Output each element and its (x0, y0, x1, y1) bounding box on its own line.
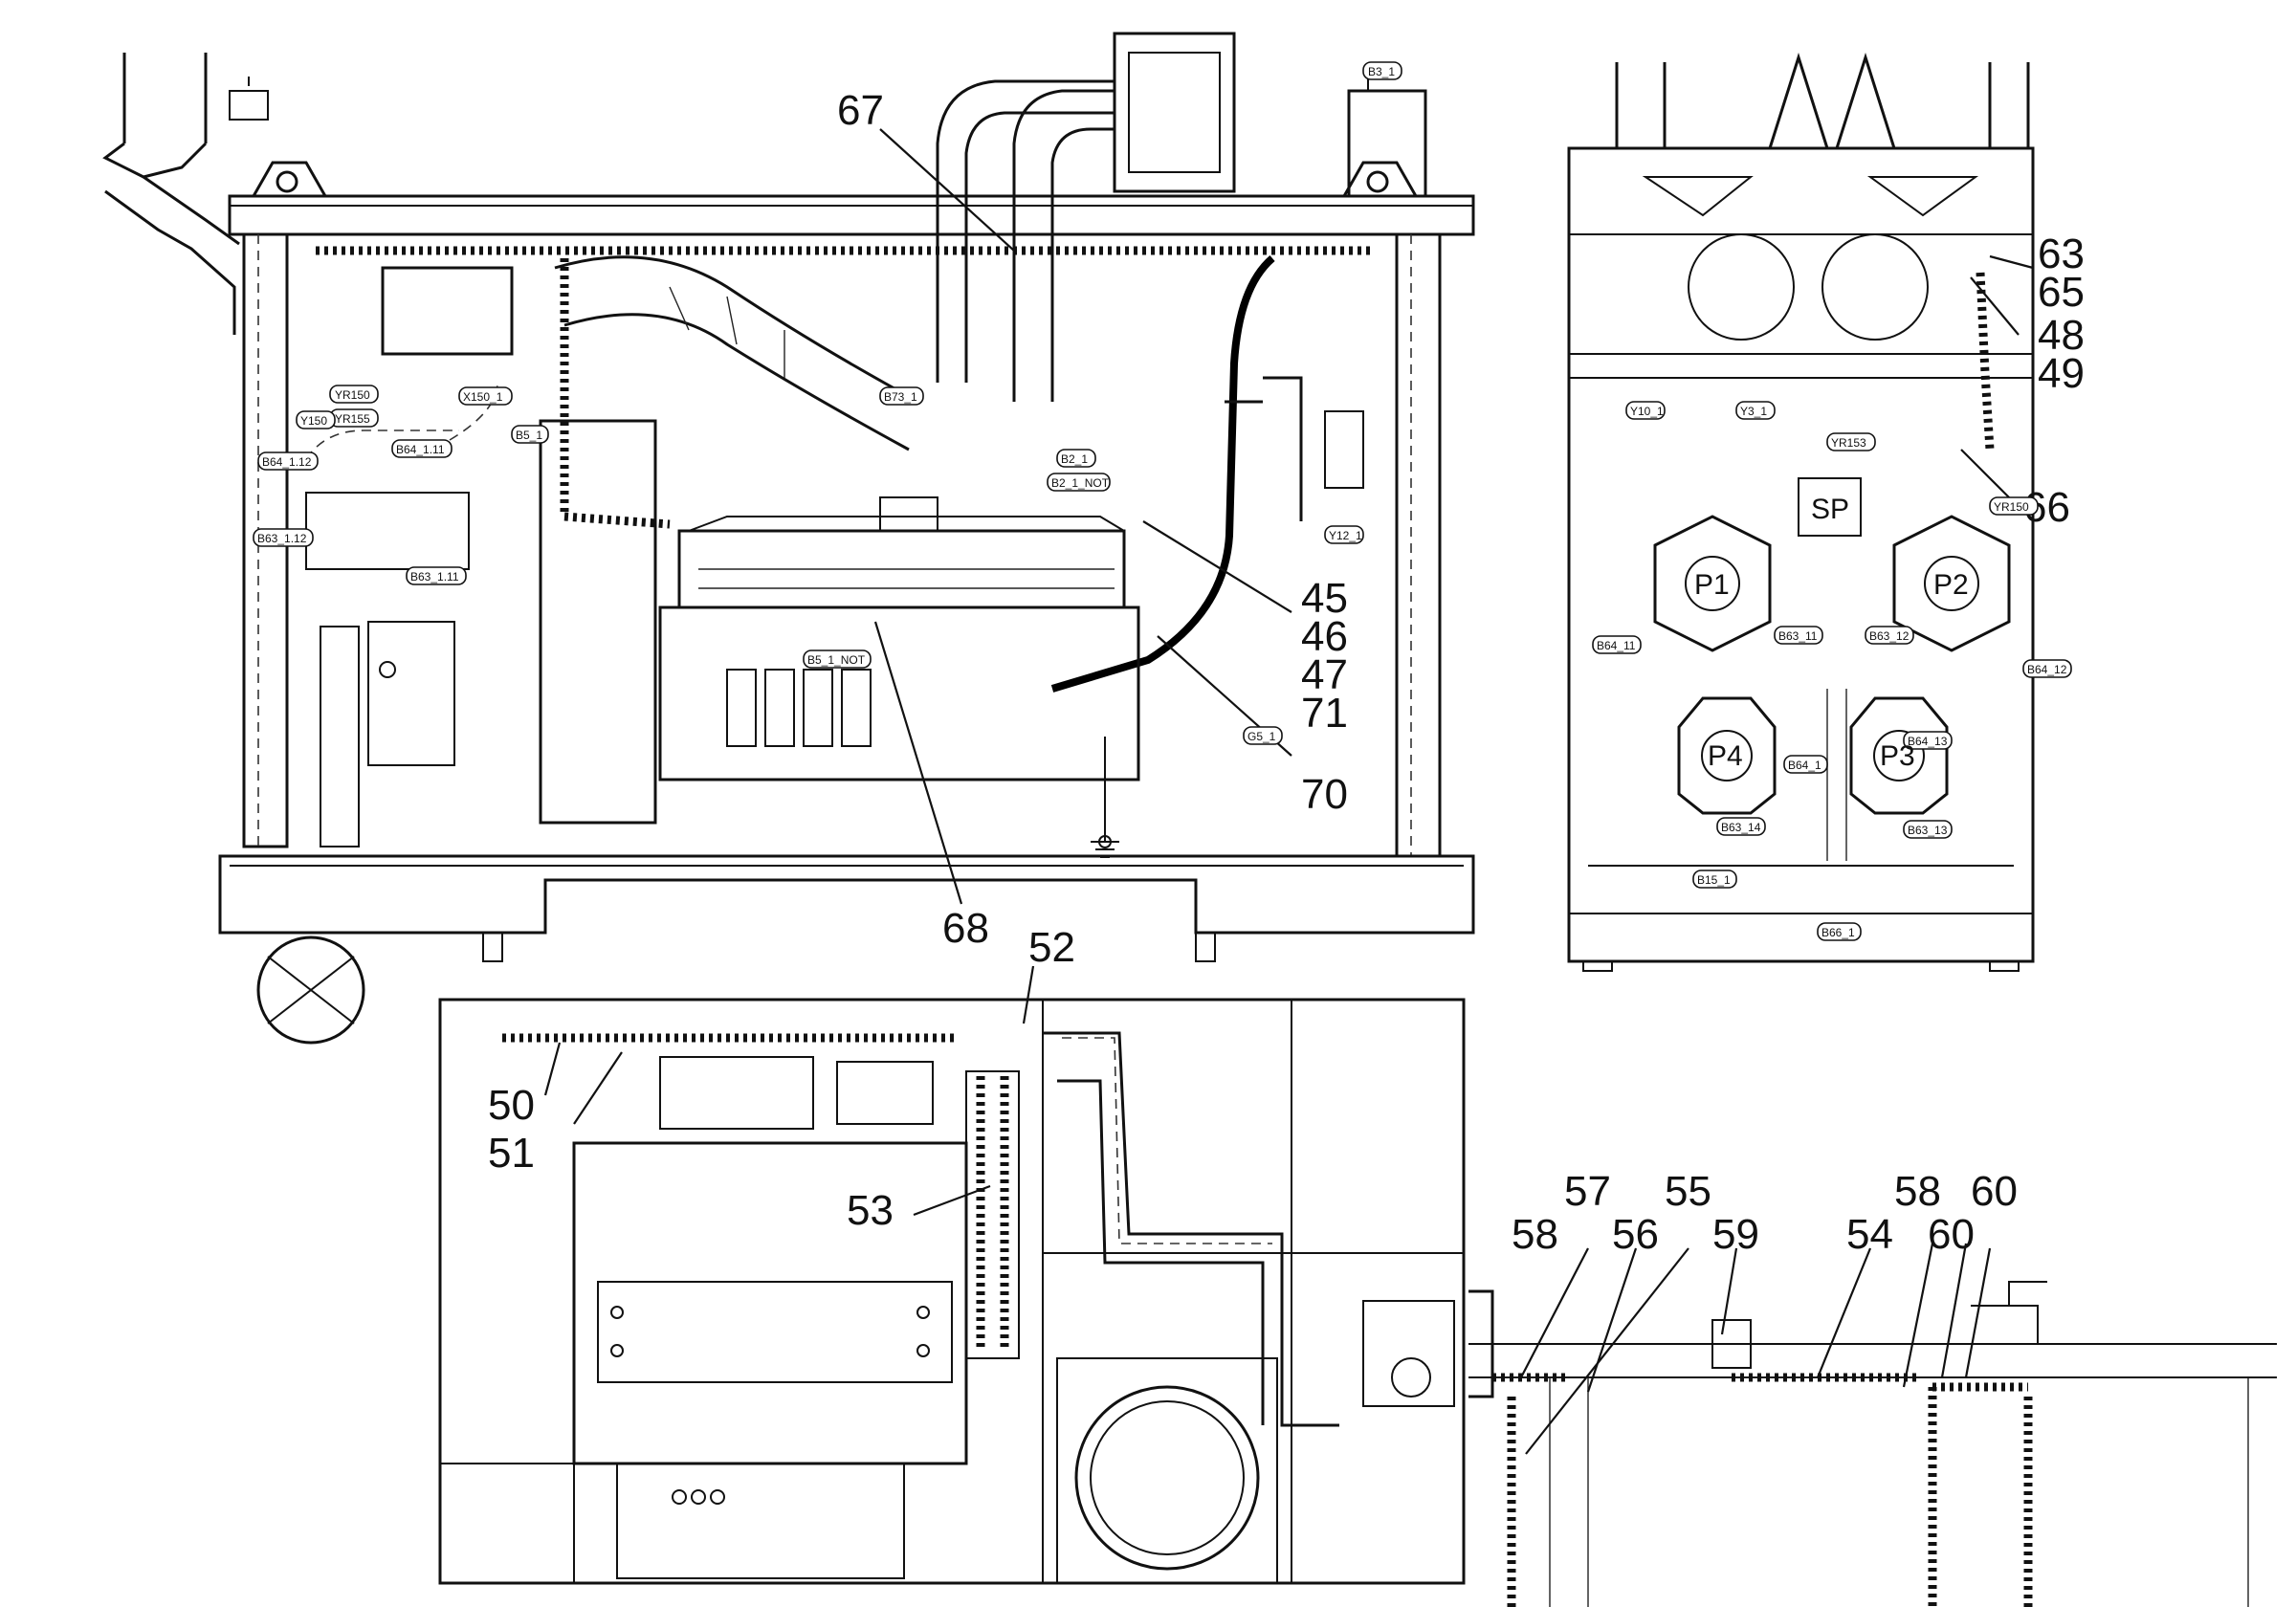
tag-y12-1: Y12_1 (1329, 529, 1362, 542)
tag-b63-13: B63_13 (1908, 824, 1948, 837)
component-tags: B3_1 YR150 YR155 Y150 X150_1 B5_1 B64_1.… (253, 61, 2072, 941)
callout-49: 49 (2038, 350, 2085, 397)
callout-51: 51 (488, 1130, 535, 1177)
callout-53: 53 (847, 1187, 894, 1234)
callout-63: 63 (2038, 231, 2085, 277)
callout-57: 57 (1564, 1168, 1611, 1215)
tag-yr155: YR155 (335, 412, 370, 426)
callout-55: 55 (1665, 1168, 1711, 1215)
callout-65: 65 (2038, 269, 2085, 316)
callout-47: 47 (1301, 651, 1348, 698)
tag-yr150-end: YR150 (1994, 500, 2029, 514)
end-view-pump-assembly (1567, 53, 2035, 972)
callout-56: 56 (1612, 1211, 1659, 1258)
tag-b63-1-11: B63_1.11 (410, 570, 459, 583)
tag-x150-1: X150_1 (463, 390, 503, 404)
pump-label-sp: SP (1811, 494, 1849, 525)
callout-46: 46 (1301, 613, 1348, 660)
callout-48: 48 (2038, 312, 2085, 359)
tag-b15-1: B15_1 (1697, 873, 1731, 887)
tag-y3-1: Y3_1 (1740, 405, 1767, 418)
tag-b5-1: B5_1 (516, 429, 542, 442)
callout-45: 45 (1301, 575, 1348, 622)
callout-58-left: 58 (1512, 1211, 1558, 1258)
tag-b63-12: B63_12 (1869, 629, 1910, 643)
tag-b63-14: B63_14 (1721, 821, 1761, 834)
tag-b3-1: B3_1 (1368, 65, 1395, 78)
tag-b2-1-not: B2_1_NOT (1051, 476, 1110, 490)
tag-y150: Y150 (300, 414, 327, 428)
callout-54: 54 (1846, 1211, 1893, 1258)
callout-71: 71 (1301, 690, 1348, 737)
tag-yr153: YR153 (1831, 436, 1866, 450)
callout-50: 50 (488, 1082, 535, 1129)
tag-b63-1-12: B63_1.12 (257, 532, 307, 545)
pump-label-p1: P1 (1694, 569, 1730, 601)
tag-b66-1: B66_1 (1821, 926, 1855, 939)
tag-b64-11: B64_11 (1597, 639, 1636, 652)
pump-labels: SP P1 P2 P4 P3 (1694, 494, 1969, 772)
callout-52: 52 (1028, 924, 1075, 971)
plan-view-cabinet (438, 998, 1466, 1585)
leader-lines (543, 128, 2034, 1455)
tag-b64-13: B64_13 (1908, 735, 1948, 748)
pump-label-p3: P3 (1880, 740, 1915, 772)
tag-g5-1: G5_1 (1247, 730, 1276, 743)
callout-58-right: 58 (1894, 1168, 1941, 1215)
callout-68: 68 (942, 905, 989, 952)
callout-labels: 67 63 65 48 49 66 45 46 47 71 70 68 52 5… (488, 87, 2085, 1258)
tag-yr150: YR150 (335, 388, 370, 402)
tag-y10-1: Y10_1 (1630, 405, 1664, 418)
pump-label-p4: P4 (1708, 740, 1743, 772)
tag-b64-1-11: B64_1.11 (396, 443, 445, 456)
pump-label-p2: P2 (1933, 569, 1969, 601)
tag-b2-1: B2_1 (1061, 452, 1088, 466)
callout-59: 59 (1712, 1211, 1759, 1258)
tag-b63-11: B63_11 (1778, 629, 1818, 643)
callout-60-right: 60 (1971, 1168, 2018, 1215)
tag-b73-1: B73_1 (884, 390, 917, 404)
tag-b64-1-end: B64_1 (1788, 759, 1821, 772)
tag-b64-1-12: B64_1.12 (262, 455, 312, 469)
callout-70: 70 (1301, 771, 1348, 818)
callout-60-left: 60 (1928, 1211, 1975, 1258)
tag-b64-12: B64_12 (2027, 663, 2067, 676)
tag-b5-1-not: B5_1_NOT (807, 653, 866, 667)
partial-view-harness-routing (1468, 1281, 2277, 1607)
callout-67: 67 (837, 87, 884, 134)
